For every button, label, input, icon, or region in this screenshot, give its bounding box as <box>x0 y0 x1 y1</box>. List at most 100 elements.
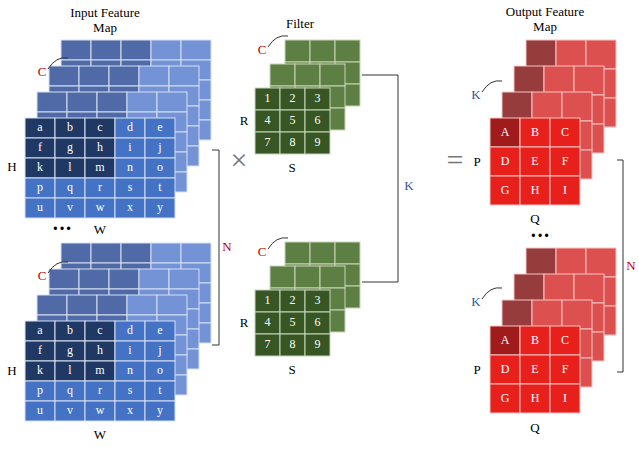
grid-cell-box <box>502 92 532 121</box>
grid-cell-box <box>305 290 330 312</box>
grid-cell: k <box>37 364 43 378</box>
grid-cell-box <box>115 401 145 421</box>
grid-cell: D <box>501 155 510 169</box>
grid-cell: a <box>37 121 42 135</box>
grid-cell-box <box>520 147 550 176</box>
grid-cell-box <box>305 110 330 132</box>
bracket <box>362 75 398 282</box>
grid-cell-box <box>61 40 91 60</box>
bracket <box>212 150 219 345</box>
grid-cell: o <box>157 364 163 378</box>
grid-cell: A <box>501 126 510 140</box>
dimension-label: C <box>38 65 47 80</box>
operator-symbol: × <box>231 143 248 178</box>
grid-cell: 3 <box>315 294 321 308</box>
grid-cell-box <box>85 198 115 218</box>
grid-cell-box <box>115 138 145 158</box>
grid-cell-box <box>85 341 115 361</box>
grid-cell-box <box>255 88 280 110</box>
grid-cell: h <box>97 141 103 155</box>
grid-cell: C <box>561 126 569 140</box>
output-stack <box>490 248 616 413</box>
grid-cell-box <box>544 66 574 95</box>
grid-cell: s <box>128 384 133 398</box>
grid-cell: G <box>501 392 510 406</box>
grid-cell-box <box>295 266 320 288</box>
depth-arc <box>48 58 68 69</box>
grid-cell: F <box>562 363 569 377</box>
grid-cell-box <box>280 110 305 132</box>
grid-cell-box <box>85 138 115 158</box>
grid-cell: i <box>128 141 131 155</box>
grid-cell-box <box>55 361 85 381</box>
grid-cell: r <box>98 181 102 195</box>
grid-cell: 5 <box>290 114 296 128</box>
grid-cell-box <box>79 269 109 289</box>
grid-cell-box <box>305 88 330 110</box>
grid-cell-box <box>255 110 280 132</box>
grid-cell-box <box>85 158 115 178</box>
input-stack <box>25 40 211 218</box>
grid-cell: 9 <box>315 338 321 352</box>
grid-cell-box <box>280 334 305 356</box>
grid-cell-box <box>37 295 67 315</box>
dimension-label: N <box>222 240 231 255</box>
grid-cell: H <box>531 184 540 198</box>
grid-cell-box <box>97 92 127 112</box>
grid-cell-box <box>49 66 79 86</box>
grid-cell-box <box>55 381 85 401</box>
grid-cell-box <box>67 295 97 315</box>
dimension-label: S <box>288 363 295 378</box>
grid-cell-box <box>526 248 556 277</box>
grid-cell: t <box>158 181 161 195</box>
grid-cell: l <box>68 364 71 378</box>
grid-cell-box <box>25 178 55 198</box>
depth-arc <box>48 262 68 273</box>
grid-cell-box <box>310 40 335 62</box>
filter-stack <box>255 242 360 356</box>
grid-cell: b <box>67 324 73 338</box>
grid-cell-box <box>145 361 175 381</box>
grid-cell: 7 <box>265 136 271 150</box>
grid-cell-box <box>145 198 175 218</box>
grid-cell-box <box>550 384 580 413</box>
dimension-label: R <box>240 316 249 331</box>
grid-cell-box <box>109 269 139 289</box>
dimension-label: C <box>258 43 267 58</box>
grid-cell: v <box>67 201 73 215</box>
grid-cell-box <box>526 40 556 69</box>
grid-cell-box <box>280 88 305 110</box>
dimension-label: R <box>240 114 249 129</box>
grid-cell-box <box>550 176 580 205</box>
grid-cell-box <box>335 40 360 62</box>
grid-cell: l <box>68 161 71 175</box>
operator-symbol: = <box>447 143 464 178</box>
grid-cell-box <box>115 158 145 178</box>
depth-arc <box>482 288 502 299</box>
grid-cell-box <box>145 158 175 178</box>
grid-cell: c <box>97 121 102 135</box>
grid-cell-box <box>91 40 121 60</box>
dimension-label: P <box>473 155 480 170</box>
grid-cell: w <box>96 201 105 215</box>
grid-cell-box <box>55 118 85 138</box>
grid-cell: c <box>97 324 102 338</box>
grid-cell-box <box>574 274 604 303</box>
grid-cell: u <box>37 201 43 215</box>
grid-cell: C <box>561 334 569 348</box>
grid-cell-box <box>145 118 175 138</box>
dimension-label: N <box>626 259 635 274</box>
dimension-label: H <box>7 160 16 175</box>
grid-cell-box <box>55 178 85 198</box>
output-stack <box>490 40 616 205</box>
grid-cell-box <box>55 158 85 178</box>
dimension-label: C <box>38 269 47 284</box>
grid-cell-box <box>25 321 55 341</box>
grid-cell: g <box>67 344 73 358</box>
grid-cell-box <box>85 118 115 138</box>
grid-cell: 4 <box>265 114 271 128</box>
grid-cell: f <box>38 344 42 358</box>
grid-cell: q <box>67 181 73 195</box>
grid-cell-box <box>562 300 592 329</box>
